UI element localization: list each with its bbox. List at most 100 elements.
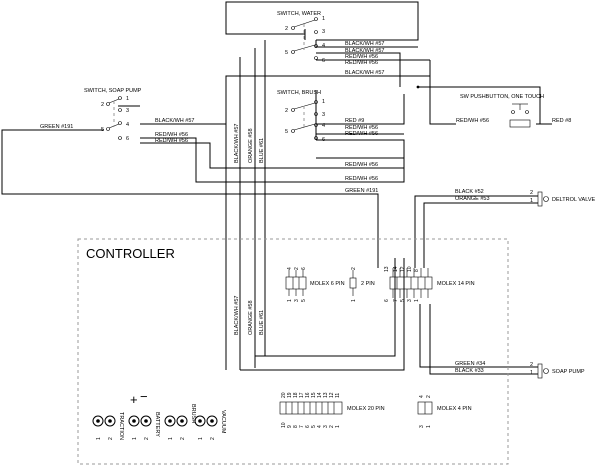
svg-text:20: 20 bbox=[281, 392, 287, 398]
svg-text:4: 4 bbox=[317, 425, 323, 428]
svg-text:7: 7 bbox=[299, 425, 305, 428]
wire-black-wh-57-v1: BLACK/WH #57 bbox=[234, 124, 240, 163]
wire-orange-53: ORANGE #53 bbox=[455, 196, 490, 202]
deltrol-valve: 2 1 DELTROL VALVE bbox=[530, 190, 596, 207]
switch-brush: SWITCH, BRUSH 2 1 3 4 5 6 bbox=[277, 90, 325, 143]
pump-pin-2: 2 bbox=[530, 362, 533, 368]
svg-text:5: 5 bbox=[301, 299, 307, 302]
switch-soap-pump: SWITCH, SOAP PUMP 2 1 3 4 5 6 bbox=[84, 88, 142, 142]
switch-water-pin-4: 4 bbox=[322, 43, 325, 49]
terminal-brush: 1 2 BRUSH bbox=[164, 404, 196, 440]
svg-text:4: 4 bbox=[287, 267, 293, 270]
wire-blue-61-v1: BLUE #61 bbox=[259, 138, 265, 163]
switch-water-pin-1: 1 bbox=[322, 16, 325, 22]
svg-text:1: 1 bbox=[426, 425, 432, 428]
terminal-posts: 1 2 TRACTION − + 1 2 BATTERY 1 2 BRUSH bbox=[92, 389, 226, 440]
svg-text:2: 2 bbox=[144, 437, 150, 440]
molex-20-pin: 20 19 18 17 16 15 14 13 12 11 10 9 8 7 6… bbox=[279, 392, 385, 428]
wire-black-33: BLACK #33 bbox=[455, 368, 484, 374]
svg-text:3: 3 bbox=[323, 425, 329, 428]
svg-text:10: 10 bbox=[281, 422, 287, 428]
svg-text:1: 1 bbox=[414, 299, 420, 302]
wire-red-wh-56-f: RED/WH #56 bbox=[345, 176, 378, 182]
terminal-traction: 1 2 TRACTION bbox=[92, 412, 124, 440]
svg-text:1: 1 bbox=[287, 299, 293, 302]
switch-water-label: SWITCH, WATER bbox=[277, 11, 321, 17]
switch-soap-pump-label: SWITCH, SOAP PUMP bbox=[84, 88, 142, 94]
wire-red-wh-56-soap-b: RED/WH #56 bbox=[155, 138, 188, 144]
brush-label: BRUSH bbox=[190, 404, 196, 423]
wire-red-9: RED #9 bbox=[345, 118, 364, 124]
switch-brush-pin-6: 6 bbox=[322, 137, 325, 143]
traction-label: TRACTION bbox=[118, 412, 124, 440]
switch-water-pin-6: 6 bbox=[322, 58, 325, 64]
switch-brush-pin-4: 4 bbox=[322, 123, 325, 129]
switch-soap-pump-pin-6: 6 bbox=[126, 136, 129, 142]
svg-text:11: 11 bbox=[335, 393, 341, 398]
wire-blue-61-v2: BLUE #61 bbox=[259, 310, 265, 335]
svg-text:6: 6 bbox=[384, 299, 390, 302]
pump-label: SOAP PUMP bbox=[552, 369, 585, 375]
svg-text:2: 2 bbox=[210, 437, 216, 440]
switch-brush-pin-2: 2 bbox=[285, 108, 288, 114]
svg-text:5: 5 bbox=[311, 425, 317, 428]
svg-text:2: 2 bbox=[108, 437, 114, 440]
switch-brush-pin-1: 1 bbox=[322, 99, 325, 105]
wire-green-191-b: GREEN #191 bbox=[345, 188, 378, 194]
wire-red-wh-56-c: RED/WH #56 bbox=[345, 125, 378, 131]
soap-pump-device: 2 1 SOAP PUMP bbox=[530, 362, 585, 379]
pushbutton-label: SW PUSHBUTTON, ONE TOUCH bbox=[460, 94, 544, 100]
wire-red-wh-56-b: RED/WH #56 bbox=[345, 60, 378, 66]
svg-text:14: 14 bbox=[317, 392, 323, 398]
vacuum-label: VACUUM bbox=[220, 410, 226, 434]
wire-labels: BLACK/WH #57 BLACK/WH #57 RED/WH #56 RED… bbox=[40, 41, 490, 374]
terminal-vacuum: 1 2 VACUUM bbox=[194, 410, 226, 440]
svg-text:2: 2 bbox=[426, 395, 432, 398]
svg-text:9: 9 bbox=[287, 425, 293, 428]
molex-14-pin: 13 14 12 10 8 6 7 5 3 1 MOLEX 14 PIN bbox=[384, 266, 475, 302]
wire-black-wh-57-v2: BLACK/WH #57 bbox=[234, 296, 240, 335]
svg-text:1: 1 bbox=[198, 437, 204, 440]
controller: CONTROLLER 4 2 6 1 3 5 MOLEX 6 PIN 2 bbox=[77, 238, 509, 465]
wire-black-wh-57-soap: BLACK/WH #57 bbox=[155, 118, 194, 124]
switch-water-pin-3: 3 bbox=[322, 29, 325, 35]
switch-soap-pump-pin-4: 4 bbox=[126, 122, 129, 128]
svg-text:17: 17 bbox=[299, 392, 305, 398]
wire-black-wh-57-b: BLACK/WH #57 bbox=[345, 48, 384, 54]
svg-text:19: 19 bbox=[287, 392, 293, 398]
wire-red-wh-56-e: RED/WH #56 bbox=[345, 162, 378, 168]
switch-water-pin-2: 2 bbox=[285, 26, 288, 32]
svg-text:5: 5 bbox=[400, 299, 406, 302]
wire-red-wh-56-soap-a: RED/WH #56 bbox=[155, 132, 188, 138]
wire-orange-58-v2: ORANGE #58 bbox=[248, 300, 254, 335]
svg-text:3: 3 bbox=[407, 299, 413, 302]
molex-6-pin: 4 2 6 1 3 5 MOLEX 6 PIN bbox=[285, 267, 345, 302]
two-pin-label: 2 PIN bbox=[361, 281, 375, 287]
svg-text:1: 1 bbox=[351, 299, 357, 302]
wire-green-191-a: GREEN #191 bbox=[40, 124, 73, 130]
wire-red-8: RED #8 bbox=[552, 118, 571, 124]
svg-text:2: 2 bbox=[329, 425, 335, 428]
svg-text:1: 1 bbox=[132, 437, 138, 440]
valve-label: DELTROL VALVE bbox=[552, 197, 596, 203]
wire-orange-58-v1: ORANGE #58 bbox=[248, 128, 254, 163]
wire-lines bbox=[1, 1, 541, 375]
controller-title: CONTROLLER bbox=[86, 246, 175, 261]
svg-text:2: 2 bbox=[351, 267, 357, 270]
svg-text:3: 3 bbox=[419, 425, 425, 428]
switch-brush-label: SWITCH, BRUSH bbox=[277, 90, 321, 96]
svg-text:1: 1 bbox=[168, 437, 174, 440]
battery-plus: + bbox=[130, 392, 138, 407]
svg-text:1: 1 bbox=[96, 437, 102, 440]
svg-text:12: 12 bbox=[329, 392, 335, 398]
wire-black-52: BLACK #52 bbox=[455, 189, 484, 195]
svg-text:2: 2 bbox=[294, 267, 300, 270]
molex-6-label: MOLEX 6 PIN bbox=[310, 281, 345, 287]
svg-text:13: 13 bbox=[323, 392, 329, 398]
molex-20-label: MOLEX 20 PIN bbox=[347, 406, 385, 412]
molex-14-label: MOLEX 14 PIN bbox=[437, 281, 475, 287]
two-pin: 2 1 2 PIN bbox=[349, 267, 375, 302]
svg-text:10: 10 bbox=[407, 266, 413, 272]
wire-red-wh-56-a: RED/WH #56 bbox=[345, 54, 378, 60]
